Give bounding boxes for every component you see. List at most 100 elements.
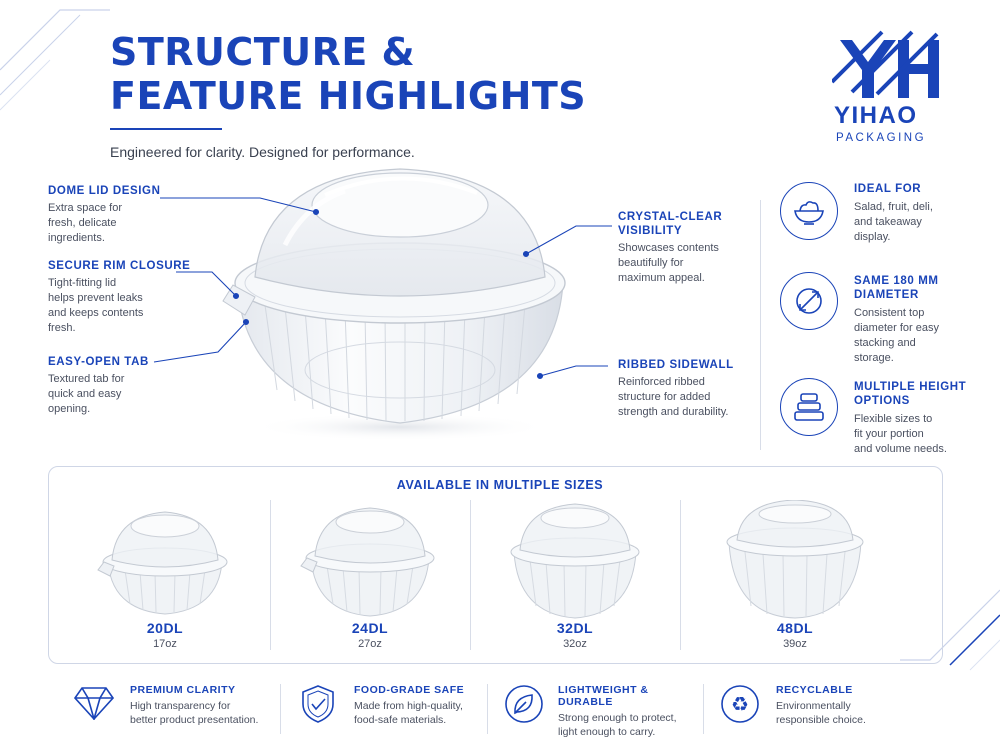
callout-text-line: structure for added xyxy=(618,391,711,403)
feature-text-line: fit your portion xyxy=(854,428,924,440)
stacked-containers-icon xyxy=(780,378,838,436)
callout-title: RIBBED SIDEWALL xyxy=(618,359,734,371)
bottom-divider xyxy=(703,684,704,734)
bottom-divider xyxy=(280,684,281,734)
feature-text: Consistent top diameter for easy stackin… xyxy=(854,306,980,366)
callout-title: SECURE RIM CLOSURE xyxy=(48,260,191,272)
size-item-32dl: 32DL 32oz xyxy=(470,500,680,660)
callout-crystal-clear: CRYSTAL-CLEAR VISIBILITY Showcases conte… xyxy=(618,210,758,286)
bottom-text-line: responsible choice. xyxy=(776,714,866,726)
page-title: STRUCTURE & FEATURE HIGHLIGHTS xyxy=(110,30,586,118)
callout-text-line: beautifully for xyxy=(618,257,684,269)
sizes-title: AVAILABLE IN MULTIPLE SIZES xyxy=(396,478,604,492)
size-item-24dl: 24DL 27oz xyxy=(265,500,475,660)
callout-text-line: helps prevent leaks xyxy=(48,292,143,304)
callout-text: Extra space for fresh, delicate ingredie… xyxy=(48,201,188,246)
callout-text-line: ingredients. xyxy=(48,232,105,244)
bottom-text-line: light enough to carry. xyxy=(558,726,656,738)
callout-leader-lines xyxy=(153,197,612,380)
callout-text-line: Extra space for xyxy=(48,202,122,214)
bottom-text: Made from high-quality, food-safe materi… xyxy=(354,699,484,727)
corner-decoration-top-left xyxy=(0,9,110,111)
bottom-text: Environmentally responsible choice. xyxy=(776,699,891,727)
size-volume: 32oz xyxy=(563,638,587,650)
bottom-title: PREMIUM CLARITY xyxy=(130,684,236,696)
callout-ribbed-sidewall: RIBBED SIDEWALL Reinforced ribbed struct… xyxy=(618,358,758,420)
bottom-item-lightweight: LIGHTWEIGHT & DURABLE Strong enough to p… xyxy=(504,680,699,740)
bottom-text-line: Made from high-quality, xyxy=(354,700,463,712)
brand-tagline: PACKAGING xyxy=(836,132,927,144)
bottom-text: High transparency for better product pre… xyxy=(130,699,280,727)
bottom-text-line: Environmentally xyxy=(776,700,851,712)
brand-name: YIHAO xyxy=(834,102,918,129)
callout-easy-open-tab: EASY-OPEN TAB Textured tab for quick and… xyxy=(48,355,188,417)
sizes-panel xyxy=(48,466,943,664)
feature-text-line: storage. xyxy=(854,352,894,364)
callout-text-line: opening. xyxy=(48,403,91,415)
size-divider xyxy=(270,500,271,650)
callout-title-line: VISIBILITY xyxy=(618,225,683,237)
feature-title-line: OPTIONS xyxy=(854,395,910,407)
size-volume: 17oz xyxy=(153,638,177,650)
feature-title: SAME 180 MM DIAMETER xyxy=(854,274,980,302)
callout-text-line: Showcases contents xyxy=(618,242,719,254)
callout-text: Tight-fitting lid helps prevent leaks an… xyxy=(48,276,198,336)
bottom-item-food-grade: FOOD-GRADE SAFE Made from high-quality, … xyxy=(300,680,480,740)
feature-text-line: Consistent top xyxy=(854,307,925,319)
callout-title: EASY-OPEN TAB xyxy=(48,356,149,368)
container-24dl-illustration xyxy=(300,507,435,617)
feature-same-diameter: SAME 180 MM DIAMETER Consistent top diam… xyxy=(780,272,980,364)
callout-secure-rim: SECURE RIM CLOSURE Tight-fitting lid hel… xyxy=(48,259,198,336)
callout-text-line: Tight-fitting lid xyxy=(48,277,117,289)
bottom-title: RECYCLABLE xyxy=(776,684,853,696)
size-divider xyxy=(470,500,471,650)
svg-text:♻: ♻ xyxy=(731,692,749,716)
product-container-illustration xyxy=(222,168,566,441)
size-item-20dl: 20DL 17oz xyxy=(60,500,270,660)
recycle-icon: ♻ xyxy=(721,685,759,723)
bottom-title: FOOD-GRADE SAFE xyxy=(354,684,465,696)
size-name: 32DL xyxy=(556,620,594,636)
feature-text-line: diameter for easy xyxy=(854,322,939,334)
title-divider xyxy=(110,128,222,130)
callout-text: Textured tab for quick and easy opening. xyxy=(48,372,188,417)
container-48dl-illustration xyxy=(726,500,864,619)
diameter-icon xyxy=(780,272,838,330)
size-volume: 27oz xyxy=(358,638,382,650)
title-line-2: FEATURE HIGHLIGHTS xyxy=(110,74,587,118)
size-divider xyxy=(680,500,681,650)
diamond-icon xyxy=(74,687,114,720)
leaf-icon xyxy=(505,685,543,723)
bottom-text-line: Strong enough to protect, xyxy=(558,712,677,724)
bottom-divider xyxy=(487,684,488,734)
shield-check-icon xyxy=(302,685,334,723)
bottom-text-line: better product presentation. xyxy=(130,714,259,726)
callout-title: DOME LID DESIGN xyxy=(48,185,161,197)
brand-logo: YIHAO PACKAGING xyxy=(820,22,950,152)
bottom-title: LIGHTWEIGHT & DURABLE xyxy=(558,684,649,708)
bottom-text-line: High transparency for xyxy=(130,700,231,712)
page-subtitle: Engineered for clarity. Designed for per… xyxy=(110,144,415,160)
feature-title: IDEAL FOR xyxy=(854,183,922,195)
callout-text-line: Reinforced ribbed xyxy=(618,376,705,388)
callout-text-line: fresh, delicate xyxy=(48,217,117,229)
callout-text-line: quick and easy xyxy=(48,388,122,400)
callout-text-line: Textured tab for xyxy=(48,373,125,385)
feature-text-line: Salad, fruit, deli, xyxy=(854,201,933,213)
callout-text-line: strength and durability. xyxy=(618,406,729,418)
feature-title-line: SAME 180 MM xyxy=(854,275,939,287)
feature-title-line: DIAMETER xyxy=(854,289,919,301)
bottom-item-recyclable: ♻ RECYCLABLE Environmentally responsible… xyxy=(720,680,890,740)
bottom-item-premium-clarity: PREMIUM CLARITY High transparency for be… xyxy=(74,680,274,740)
size-name: 24DL xyxy=(351,620,389,636)
feature-text: Flexible sizes to fit your portion and v… xyxy=(854,412,980,457)
size-item-48dl: 48DL 39oz xyxy=(690,500,900,660)
corner-decoration-bottom-right xyxy=(900,589,1000,671)
bottom-text-line: food-safe materials. xyxy=(354,714,447,726)
feature-title: MULTIPLE HEIGHT OPTIONS xyxy=(854,380,980,408)
features-divider xyxy=(760,200,761,450)
title-line-1: STRUCTURE & xyxy=(110,30,416,74)
callout-title-line: CRYSTAL-CLEAR xyxy=(618,211,723,223)
feature-text-line: stacking and xyxy=(854,337,916,349)
yh-monogram-icon xyxy=(832,30,939,98)
